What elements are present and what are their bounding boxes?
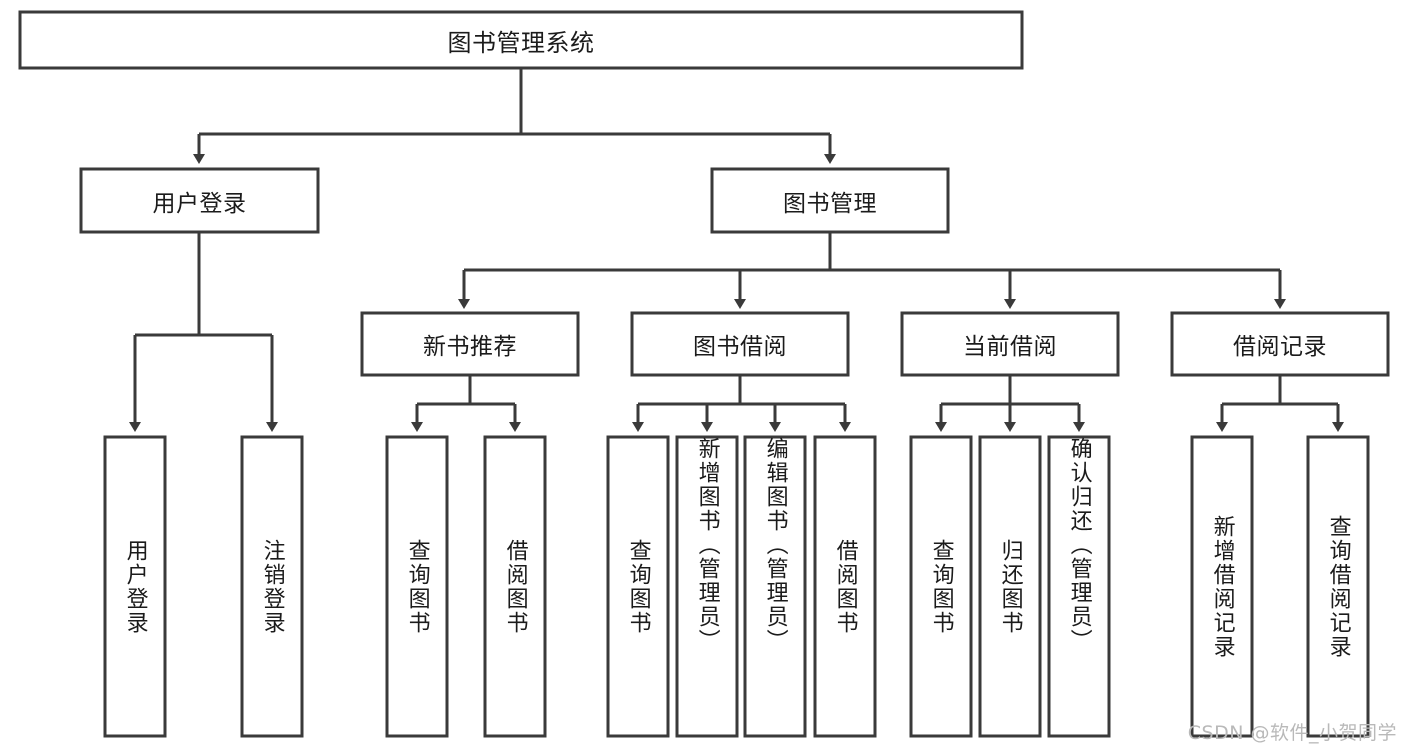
node-box-current-borrow[interactable] bbox=[900, 311, 1120, 377]
node-box-user-login[interactable] bbox=[79, 167, 320, 234]
connector-user-login-to-leaves bbox=[129, 232, 278, 432]
connector-current-borrow-to-leaves bbox=[935, 375, 1085, 432]
leaf-box-add-book[interactable] bbox=[675, 435, 739, 738]
connector-root-to-level2 bbox=[193, 68, 836, 164]
leaf-box-borrow-book-2[interactable] bbox=[813, 435, 877, 738]
connector-book-manage-to-level3 bbox=[458, 232, 1286, 309]
leaf-box-query-book-2[interactable] bbox=[606, 435, 670, 738]
connector-book-borrow-to-leaves bbox=[632, 375, 851, 432]
leaf-box-edit-book[interactable] bbox=[743, 435, 807, 738]
node-box-book-borrow[interactable] bbox=[630, 311, 850, 377]
leaf-box-confirm-return[interactable] bbox=[1047, 435, 1111, 738]
watermark-text: CSDN @软件_小贺同学 bbox=[1187, 722, 1397, 744]
node-box-book-manage[interactable] bbox=[710, 167, 950, 234]
node-box-new-book-recommend[interactable] bbox=[360, 311, 580, 377]
connector-borrow-record-to-leaves bbox=[1216, 375, 1344, 432]
leaf-box-query-book-3[interactable] bbox=[909, 435, 973, 738]
leaf-box-return-book[interactable] bbox=[978, 435, 1042, 738]
node-box-borrow-record[interactable] bbox=[1170, 311, 1390, 377]
connector-new-book-recommend-to-leaves bbox=[411, 375, 521, 432]
leaf-box-add-record[interactable] bbox=[1190, 435, 1254, 738]
leaf-box-query-record[interactable] bbox=[1306, 435, 1370, 738]
leaf-box-user-login[interactable] bbox=[103, 435, 167, 738]
leaf-box-borrow-book-1[interactable] bbox=[483, 435, 547, 738]
leaf-box-query-book-1[interactable] bbox=[385, 435, 449, 738]
leaf-box-user-logout[interactable] bbox=[240, 435, 304, 738]
node-box-root[interactable] bbox=[18, 10, 1024, 70]
